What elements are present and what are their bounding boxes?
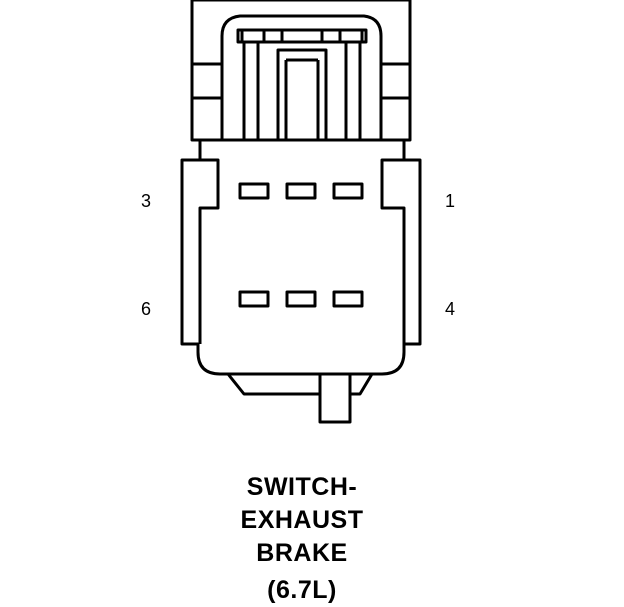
bottom-terminal-stub <box>318 372 352 424</box>
cavity-pin-3 <box>238 182 270 200</box>
bottom-skirt-outline <box>226 373 320 396</box>
connector-bottom-skirt <box>226 372 374 424</box>
main-body-left-step <box>182 158 220 344</box>
lock-tab-right-slot <box>338 28 364 44</box>
connector-upper-housing <box>190 0 412 142</box>
pin-label-4: 4 <box>445 299 456 319</box>
cavity-pin-1 <box>332 182 364 200</box>
lock-tab-outer <box>220 14 383 140</box>
component-caption-line-1: SWITCH- <box>246 473 358 501</box>
cavity-pin-2 <box>285 182 317 200</box>
bottom-skirt-outline-right <box>350 373 374 396</box>
component-caption-line-3: BRAKE <box>256 539 348 567</box>
component-caption-line-2: EXHAUST <box>240 506 364 534</box>
lock-tab-left-post <box>242 40 260 142</box>
component-caption-line-4: (6.7L) <box>267 576 337 604</box>
pin-label-3: 3 <box>141 191 152 211</box>
lock-tab-crossbar <box>236 28 368 44</box>
cavity-row-top <box>238 182 364 200</box>
cavity-pin-6 <box>238 290 270 308</box>
main-body-outline <box>180 138 422 376</box>
connector-main-body <box>180 138 422 376</box>
pin-label-1: 1 <box>445 191 456 211</box>
cavity-pin-5 <box>285 290 317 308</box>
cavity-pin-4 <box>332 290 364 308</box>
pin-label-6: 6 <box>141 299 152 319</box>
lock-tab-right-post <box>344 40 362 142</box>
main-body-right-step <box>380 158 420 344</box>
cavity-row-bottom <box>238 290 364 308</box>
lock-tab-left-slot <box>240 28 266 44</box>
lock-tab-center-slot <box>280 28 324 44</box>
